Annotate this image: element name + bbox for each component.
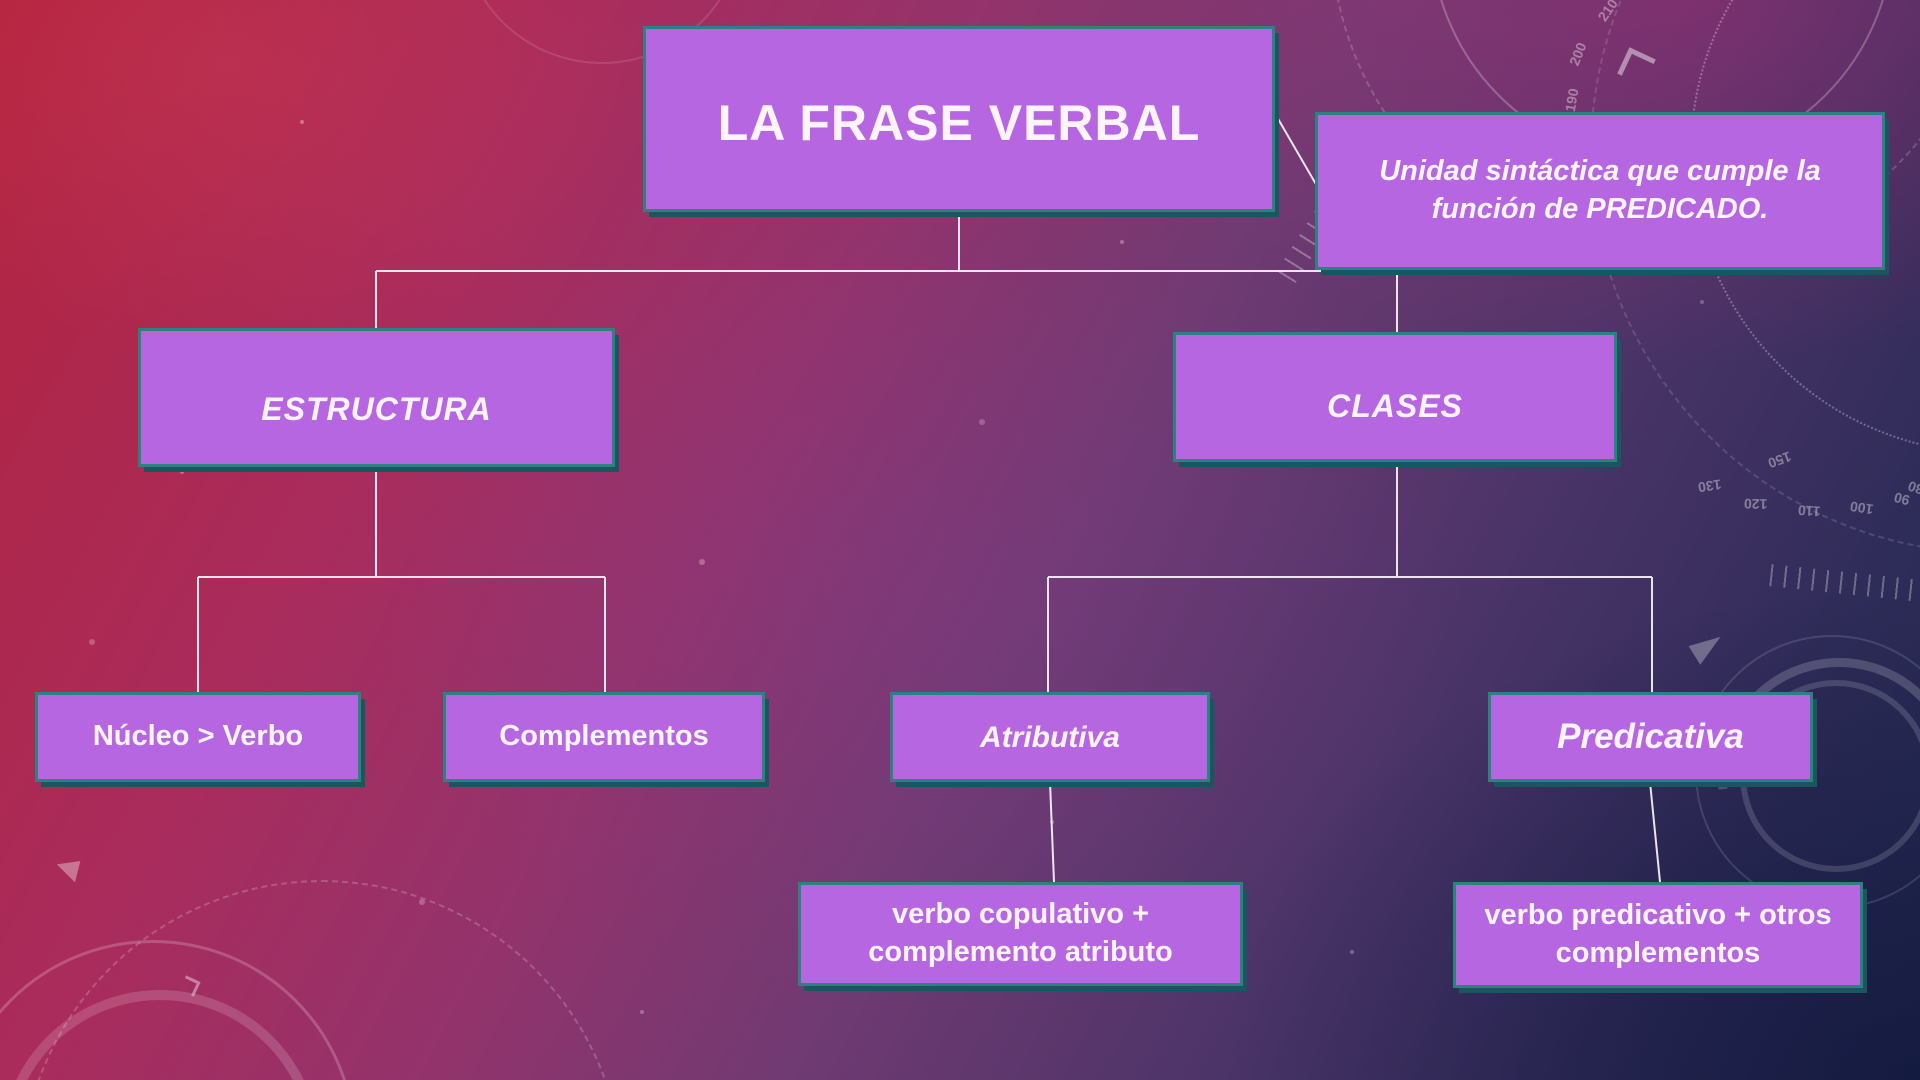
node-definition-annotation: Unidad sintáctica que cumple la función …	[1315, 112, 1885, 270]
node-predicativa: Predicativa	[1488, 692, 1813, 782]
node-atributiva: Atributiva	[890, 692, 1210, 782]
node-root-title: LA FRASE VERBAL	[643, 26, 1275, 212]
star-dots-decoration	[300, 120, 304, 124]
node-verbo-copulativo: verbo copulativo + complemento atributo	[798, 882, 1243, 986]
node-clases: CLASES	[1173, 332, 1617, 462]
node-verbo-predicativo: verbo predicativo + otros complementos	[1453, 882, 1863, 988]
node-nucleo-verbo: Núcleo > Verbo	[35, 692, 361, 782]
node-estructura: ESTRUCTURA	[138, 328, 615, 467]
node-complementos: Complementos	[443, 692, 765, 782]
